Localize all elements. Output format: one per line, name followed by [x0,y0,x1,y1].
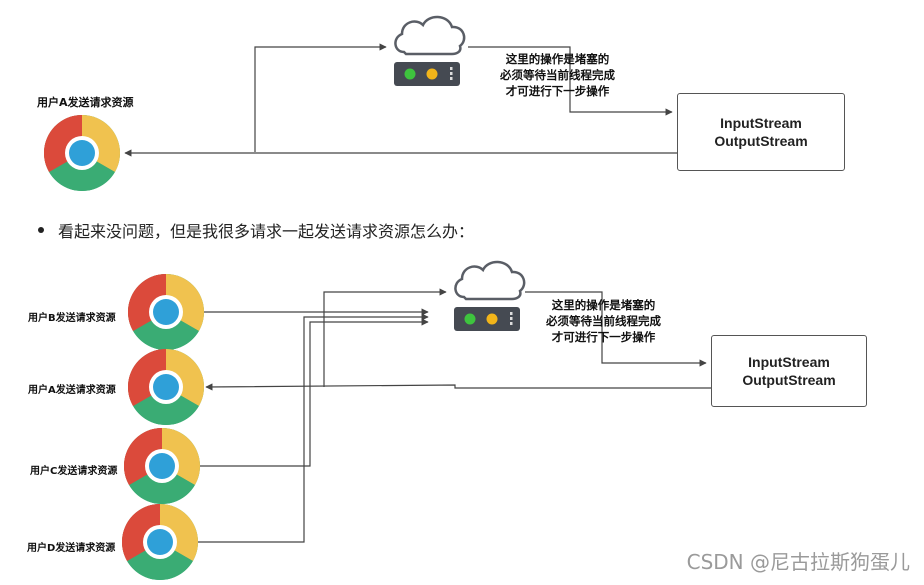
note-line: 这里的操作是堵塞的 [551,298,656,312]
cloud-server-icon [392,15,466,88]
stream-box: InputStream OutputStream [711,335,867,407]
note-line: 这里的操作是堵塞的 [505,52,610,66]
chrome-icon [122,504,198,580]
user-a-label: 用户A发送请求资源 [37,96,134,109]
response-arrow [205,383,711,391]
process-arrow [468,46,673,116]
note-line: 才可进行下一步操作 [505,84,610,98]
blocking-note: 这里的操作是堵塞的 必须等待当前线程完成 才可进行下一步操作 [546,297,661,345]
request-arrow-a [323,288,447,387]
user-a-label: 用户A发送请求资源 [28,385,116,396]
top-diagram [44,15,677,191]
chrome-icon [128,349,204,425]
chrome-icon [44,115,120,191]
request-arrow-d [198,313,429,543]
bullet-text: 看起来没问题，但是我很多请求一起发送请求资源怎么办： [58,222,475,241]
process-arrow [525,291,707,367]
bottom-diagram [122,260,711,580]
watermark: CSDN @尼古拉斯狗蛋儿 [686,550,910,574]
request-arrow [254,43,387,152]
note-line: 必须等待当前线程完成 [546,314,661,328]
stream-box: InputStream OutputStream [677,93,845,171]
user-b-label: 用户B发送请求资源 [28,313,116,324]
input-stream-label: InputStream [748,354,830,370]
user-d-label: 用户D发送请求资源 [27,543,116,554]
chrome-icon [128,274,204,350]
input-stream-label: InputStream [720,115,802,131]
request-arrow-c [200,318,429,467]
chrome-icon [124,428,200,504]
note-line: 必须等待当前线程完成 [500,68,615,82]
cloud-server-icon [452,260,526,333]
note-line: 才可进行下一步操作 [551,330,656,344]
output-stream-label: OutputStream [714,133,808,149]
output-stream-label: OutputStream [742,372,836,388]
bullet-dot [38,227,44,233]
bullet-item: 看起来没问题，但是我很多请求一起发送请求资源怎么办： [38,218,474,242]
user-c-label: 用户C发送请求资源 [30,466,118,477]
blocking-note: 这里的操作是堵塞的 必须等待当前线程完成 才可进行下一步操作 [500,51,615,99]
